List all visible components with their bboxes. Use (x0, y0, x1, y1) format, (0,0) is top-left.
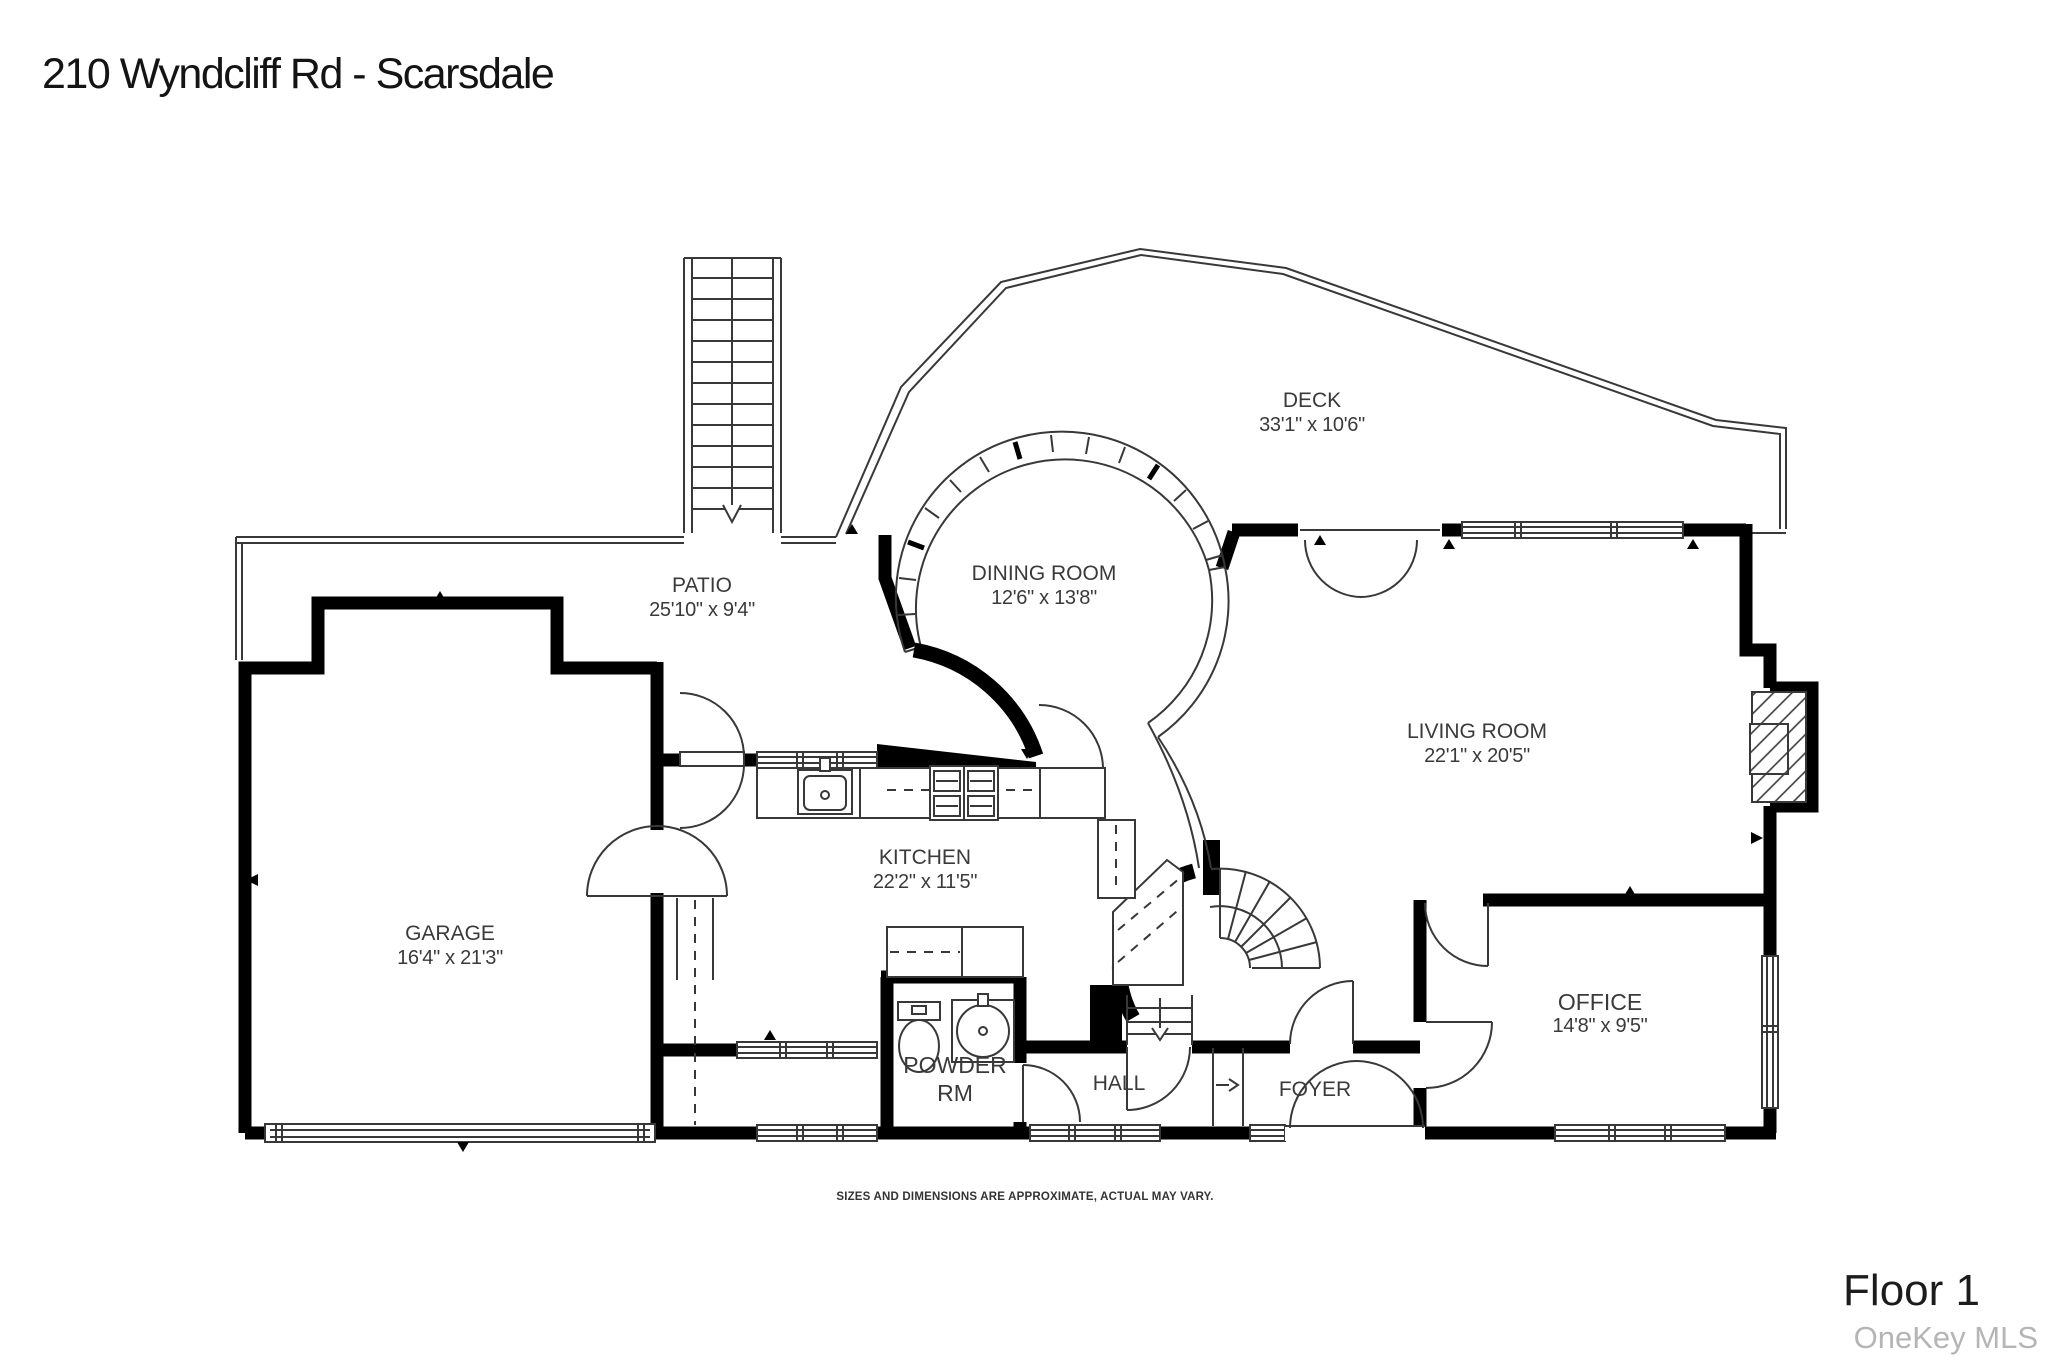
fireplace (1749, 691, 1807, 803)
room-label-patio: PATIO 25'10" x 9'4" (649, 574, 755, 621)
room-label-deck: DECK 33'1" x 10'6" (1259, 389, 1365, 436)
disclaimer-text: SIZES AND DIMENSIONS ARE APPROXIMATE, AC… (836, 1191, 1214, 1203)
floor-label: Floor 1 (1843, 1266, 1980, 1315)
walls (238, 523, 1819, 1140)
interior-stair (1111, 858, 1321, 1045)
plan-title: 210 Wyndcliff Rd - Scarsdale (42, 50, 555, 98)
room-label-office: OFFICE 14'8" x 9'5" (1552, 989, 1648, 1037)
watermark-onekey-mls: OneKey MLS (1853, 1320, 2038, 1355)
room-label-kitchen: KITCHEN 22'2" x 11'5" (872, 846, 978, 893)
room-label-dining-room: DINING ROOM 12'6" x 13'8" (971, 562, 1117, 609)
stove (929, 765, 999, 821)
room-label-foyer: FOYER (1278, 1078, 1352, 1101)
room-label-garage: GARAGE 16'4" x 21'3" (397, 922, 503, 969)
deck-outline (835, 247, 1787, 538)
exterior-stair (683, 257, 782, 533)
kitchen-fixtures (756, 757, 1136, 978)
powder-room-fixtures (897, 993, 1015, 1073)
windows (264, 521, 1779, 1143)
patio-outline (235, 536, 836, 660)
room-label-living-room: LIVING ROOM 22'1" x 20'5" (1406, 720, 1548, 767)
room-label-hall: HALL (1092, 1072, 1146, 1095)
dining-bay (894, 430, 1230, 869)
room-label-powder-room: POWDER RM (903, 1052, 1007, 1106)
markers (246, 524, 1763, 1152)
doors (586, 522, 1493, 1141)
